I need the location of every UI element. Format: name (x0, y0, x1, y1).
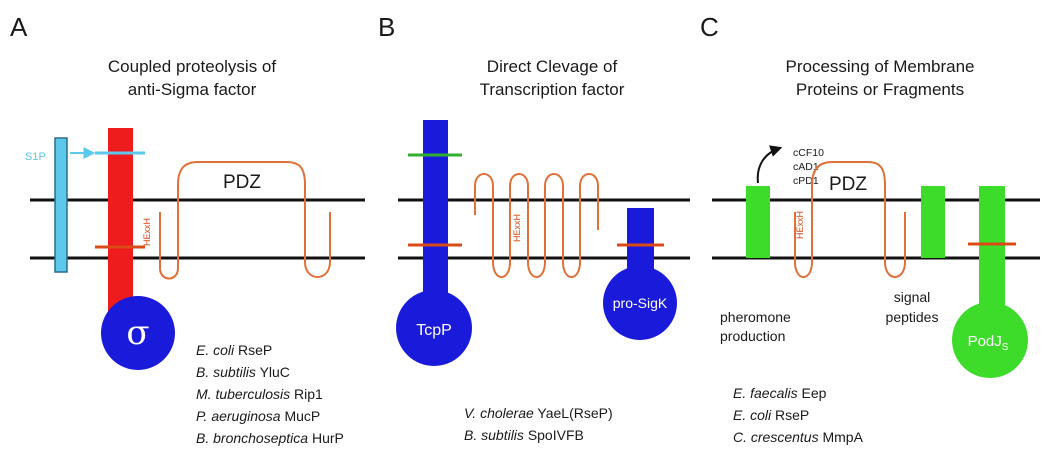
panel-a-hexxh-motif: HExxH (142, 218, 152, 246)
pheromone-item: cCF10 (793, 147, 824, 159)
panel-a: A Coupled proteolysis of anti-Sigma fact… (10, 12, 365, 446)
signal-peptide (921, 186, 945, 258)
tcpp-domain (396, 290, 472, 366)
pheromone-item: cAD1 (793, 161, 819, 173)
sigma-symbol: σ (126, 313, 149, 353)
species-item: E. coli RseP (196, 342, 272, 358)
site2-protease-loop (794, 161, 906, 278)
panel-c-title-line2: Proteins or Fragments (796, 80, 964, 99)
species-item: V. cholerae YaeL(RseP) (464, 405, 613, 421)
species-item: M. tuberculosis Rip1 (196, 386, 323, 402)
pheromone-production-line1: pheromone (720, 309, 791, 325)
podj-label: PodJS (968, 333, 1009, 353)
panel-a-title-line2: anti-Sigma factor (128, 80, 257, 99)
panel-c-species-list: E. faecalis Eep E. coli RseP C. crescent… (733, 385, 864, 445)
panel-c-title-line1: Processing of Membrane (786, 57, 975, 76)
s1p-label: S1P (25, 151, 46, 163)
species-item: B. subtilis YluC (196, 364, 290, 380)
sigma-factor (101, 296, 175, 370)
panel-b: B Direct Clevage of Transcription factor… (378, 12, 690, 443)
species-item: B. bronchoseptica HurP (196, 430, 344, 446)
panel-a-pdz-label: PDZ (223, 172, 261, 193)
pheromone-release-arrow (756, 145, 783, 184)
podj-domain (952, 302, 1028, 378)
tcpp-protein (423, 120, 448, 320)
site2-protease-loop (474, 173, 599, 278)
panel-b-letter: B (378, 12, 395, 42)
panel-b-title-line1: Direct Clevage of (487, 57, 618, 76)
panel-c-hexxh-motif: HExxH (795, 211, 805, 239)
panel-a-species-list: E. coli RseP B. subtilis YluC M. tubercu… (196, 342, 344, 446)
species-item: P. aeruginosa MucP (196, 408, 320, 424)
panel-c: C Processing of Membrane Proteins or Fra… (700, 12, 1040, 445)
prosigk-domain (603, 266, 677, 340)
pheromone-precursor (746, 186, 770, 258)
panel-a-letter: A (10, 12, 28, 42)
pheromone-production-line2: production (720, 328, 785, 344)
species-item: E. coli RseP (733, 407, 809, 423)
tcpp-label: TcpP (416, 322, 452, 339)
species-item: E. faecalis Eep (733, 385, 827, 401)
panel-a-title-line1: Coupled proteolysis of (108, 57, 276, 76)
panel-b-title-line2: Transcription factor (480, 80, 625, 99)
podj-protein (979, 186, 1005, 306)
pheromone-list: cCF10 cAD1 cPD1 (793, 147, 824, 187)
s1p-protease (54, 137, 68, 273)
species-item: B. subtilis SpoIVFB (464, 427, 584, 443)
panel-b-species-list: V. cholerae YaeL(RseP) B. subtilis SpoIV… (464, 405, 613, 443)
signal-peptides-line2: peptides (886, 309, 939, 325)
anti-sigma-protein (108, 128, 133, 320)
panel-b-hexxh-motif: HExxH (512, 214, 522, 242)
prosigk-label: pro-SigK (613, 295, 668, 311)
panel-c-pdz-label: PDZ (829, 174, 867, 195)
signal-peptides-line1: signal (894, 289, 931, 305)
site2-protease-loop (159, 161, 331, 280)
pheromone-item: cPD1 (793, 175, 819, 187)
species-item: C. crescentus MmpA (733, 429, 864, 445)
panel-c-letter: C (700, 12, 719, 42)
prosigk-protein (627, 208, 654, 270)
